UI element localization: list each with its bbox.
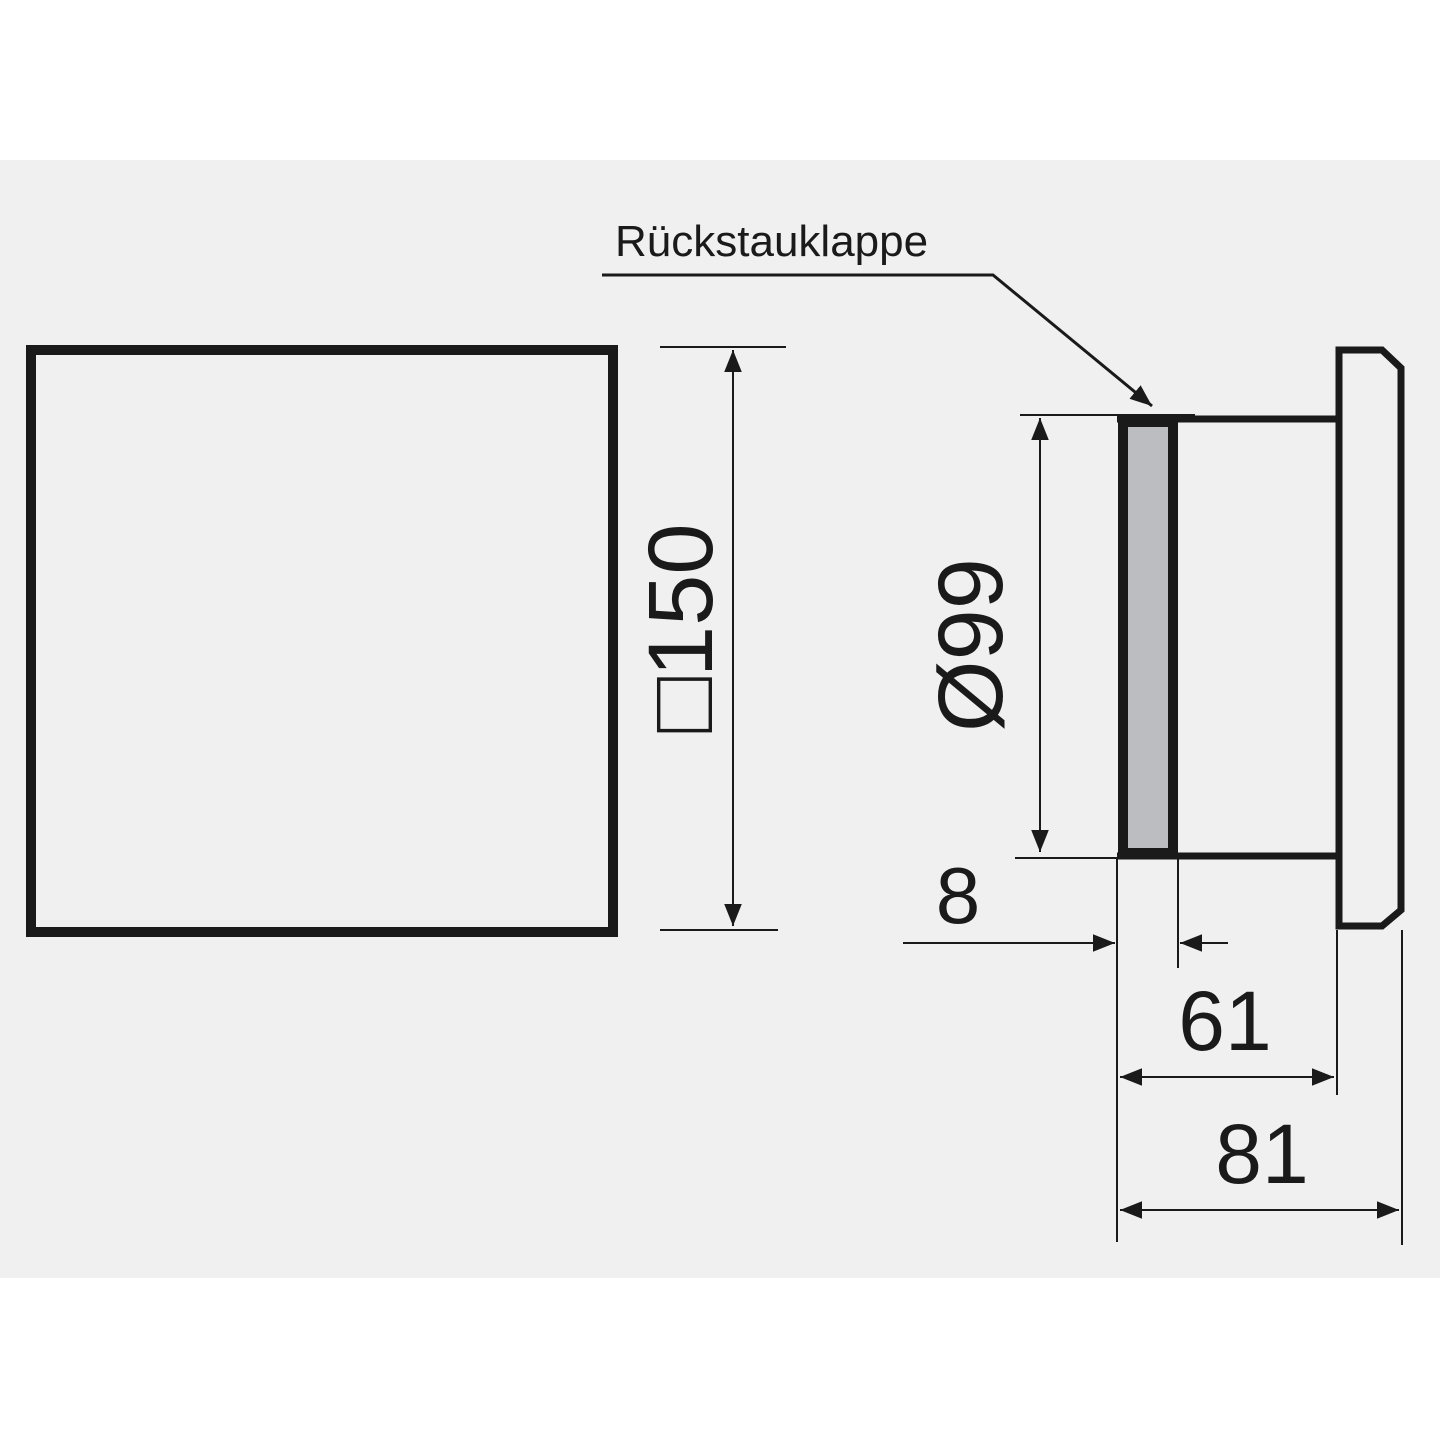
- side-view: [1117, 346, 1405, 930]
- flap-label: Rückstauklappe: [615, 217, 928, 266]
- dimension-150-label: □150: [630, 523, 732, 732]
- dimension-8: [903, 858, 1228, 1242]
- dimension-99: [1015, 414, 1195, 859]
- flange: [1335, 346, 1405, 930]
- backdraft-flap: [1118, 417, 1178, 858]
- dimension-8-label: 8: [936, 851, 981, 940]
- dimension-81: [1120, 930, 1403, 1245]
- dimension-81-label: 81: [1215, 1107, 1308, 1201]
- label-leader: [602, 273, 1153, 408]
- dimension-61: [1120, 930, 1338, 1095]
- front-view-square: [26, 345, 618, 937]
- dimension-150: [660, 346, 786, 931]
- dimension-61-label: 61: [1178, 974, 1271, 1068]
- dimension-99-label: Ø99: [920, 558, 1022, 732]
